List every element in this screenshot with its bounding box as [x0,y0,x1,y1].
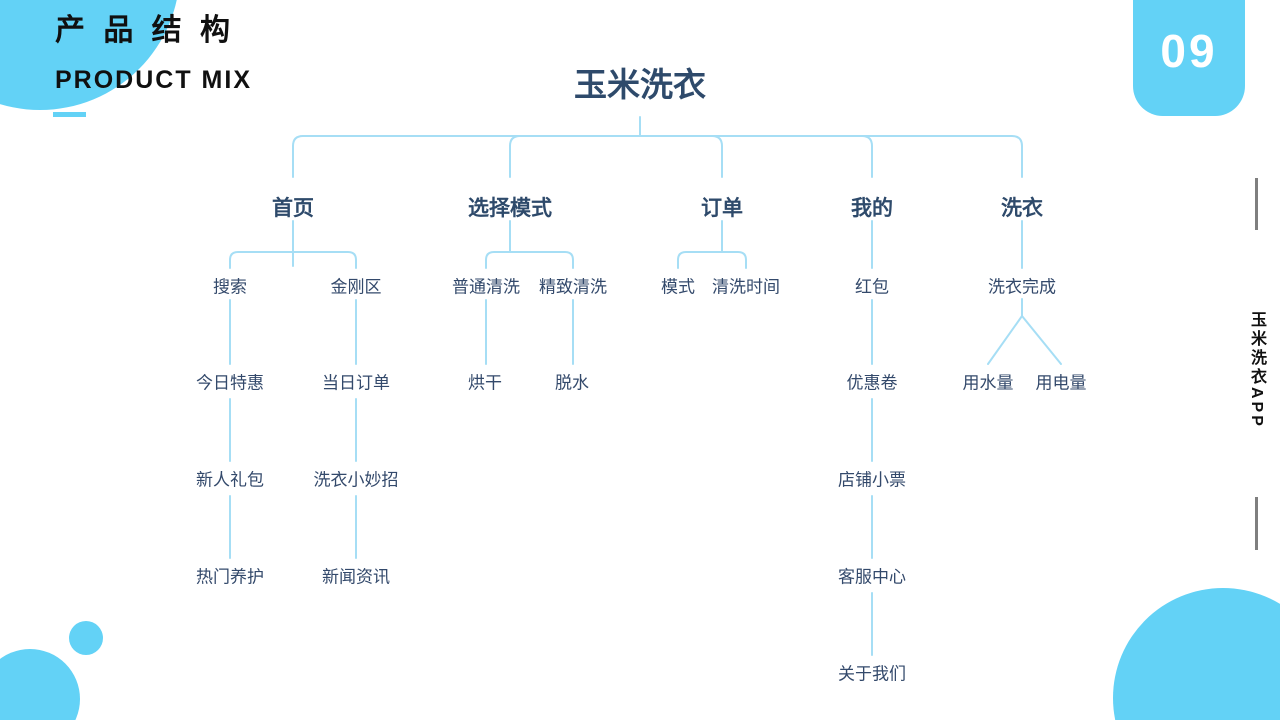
tree-node-laundry-tips: 洗衣小妙招 [313,470,399,490]
decor-circle-bottom-right [1113,588,1280,720]
tree-node-service-center: 客服中心 [838,567,906,587]
tree-connector-4 [639,135,873,178]
tree-connector-11 [509,251,574,269]
tree-node-today-orders: 当日订单 [322,373,390,393]
tree-node-shop-receipt: 店铺小票 [838,470,906,490]
tree-node-select-mode: 选择模式 [468,197,552,220]
tree-node-power-usage: 用电量 [1035,373,1087,393]
tree-node-root: 玉米洗衣 [574,66,706,103]
side-vertical-label: 玉米洗衣APP [1248,311,1265,429]
tree-node-fine-wash: 精致清洗 [539,277,607,297]
tree-node-wash-time: 清洗时间 [712,277,780,297]
side-divider-top [1255,178,1258,230]
tree-node-water-usage: 用水量 [962,373,1014,393]
tree-connector-13 [677,251,723,269]
tree-node-home: 首页 [272,197,314,220]
tree-connector-1 [292,135,641,178]
tree-connector-5 [639,135,1023,178]
tree-node-mode: 模式 [661,277,695,297]
tree-node-newbie-gift: 新人礼包 [196,470,264,490]
tree-connector-7 [229,251,294,269]
tree-node-red-packet: 红包 [855,277,889,297]
tree-node-news: 新闻资讯 [322,567,390,587]
tree-node-drying: 烘干 [468,373,502,393]
tree-node-today-deals: 今日特惠 [196,373,264,393]
tree-node-king-kong-zone: 金刚区 [330,277,382,297]
tree-node-mine: 我的 [851,197,893,220]
page-number: 09 [1160,25,1218,77]
tree-connector-3 [639,135,723,178]
tree-node-order: 订单 [701,197,743,220]
tree-node-normal-wash: 普通清洗 [452,277,520,297]
tree-node-laundry: 洗衣 [1001,197,1043,220]
header-underline [53,112,86,117]
tree-node-about-us: 关于我们 [838,664,906,684]
tree-connector-22 [987,315,1023,365]
header-title-zh: 产 品 结 构 [55,14,236,47]
side-divider-bottom [1255,497,1258,550]
tree-connector-23 [1021,315,1062,365]
tree-node-coupons: 优惠卷 [846,373,898,393]
decor-circle-bottom-left-small [69,621,103,655]
tree-connector-14 [721,251,747,269]
tree-node-search: 搜索 [213,277,247,297]
tree-node-hot-care: 热门养护 [196,567,264,587]
header-title-en: PRODUCT MIX [55,66,252,94]
decor-circle-bottom-left-large [0,649,80,720]
page-number-badge: 09 [1133,0,1245,116]
tree-connector-2 [509,135,641,178]
tree-node-dewater: 脱水 [555,373,589,393]
slide-header: 产 品 结 构 PRODUCT MIX [53,14,355,117]
tree-connector-8 [292,251,357,269]
tree-connector-10 [485,251,511,269]
tree-node-wash-done: 洗衣完成 [988,277,1056,297]
